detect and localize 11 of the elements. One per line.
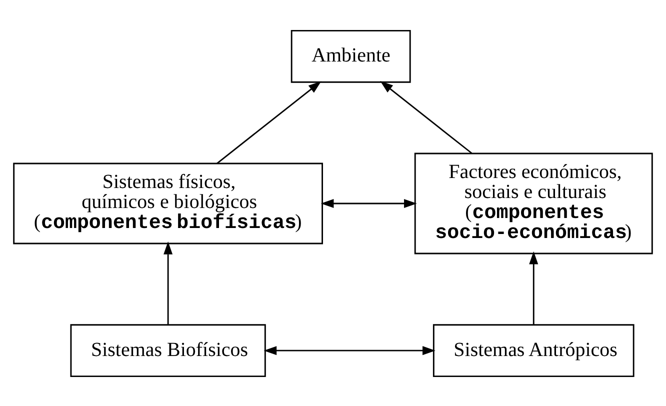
arrow bbox=[164, 241, 173, 324]
arrow bbox=[216, 80, 322, 164]
node-box: Sistemas Biofísicos bbox=[70, 324, 266, 376]
arrow bbox=[320, 198, 417, 208]
node-box: Sistemas físicos, químicos e biológicos (componentes biofísicas) bbox=[13, 162, 323, 244]
node-box: Factores económicos, sociais e culturais (componentes socio-económicas) bbox=[414, 152, 653, 254]
node-box: Ambiente bbox=[290, 30, 411, 82]
arrow bbox=[380, 80, 472, 154]
arrow bbox=[264, 346, 436, 355]
node-box: Sistemas Antrópicos bbox=[432, 324, 634, 376]
arrow bbox=[529, 250, 538, 324]
